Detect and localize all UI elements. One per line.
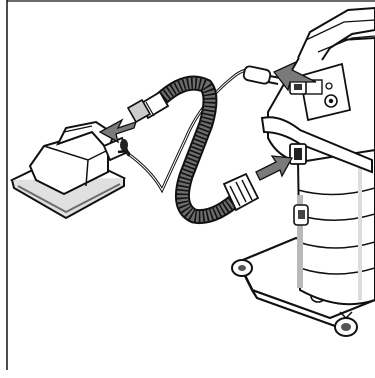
drum-latch	[294, 205, 308, 225]
container-body	[298, 150, 375, 304]
power-plug	[243, 65, 280, 84]
extraction-hose	[128, 83, 258, 217]
dust-extractor	[232, 8, 375, 336]
arrow-hose-to-inlet	[256, 156, 292, 180]
caster-wheel-left	[232, 260, 252, 276]
hose-inlet-port	[290, 144, 306, 164]
hose-adapter-sander-end	[128, 92, 168, 122]
